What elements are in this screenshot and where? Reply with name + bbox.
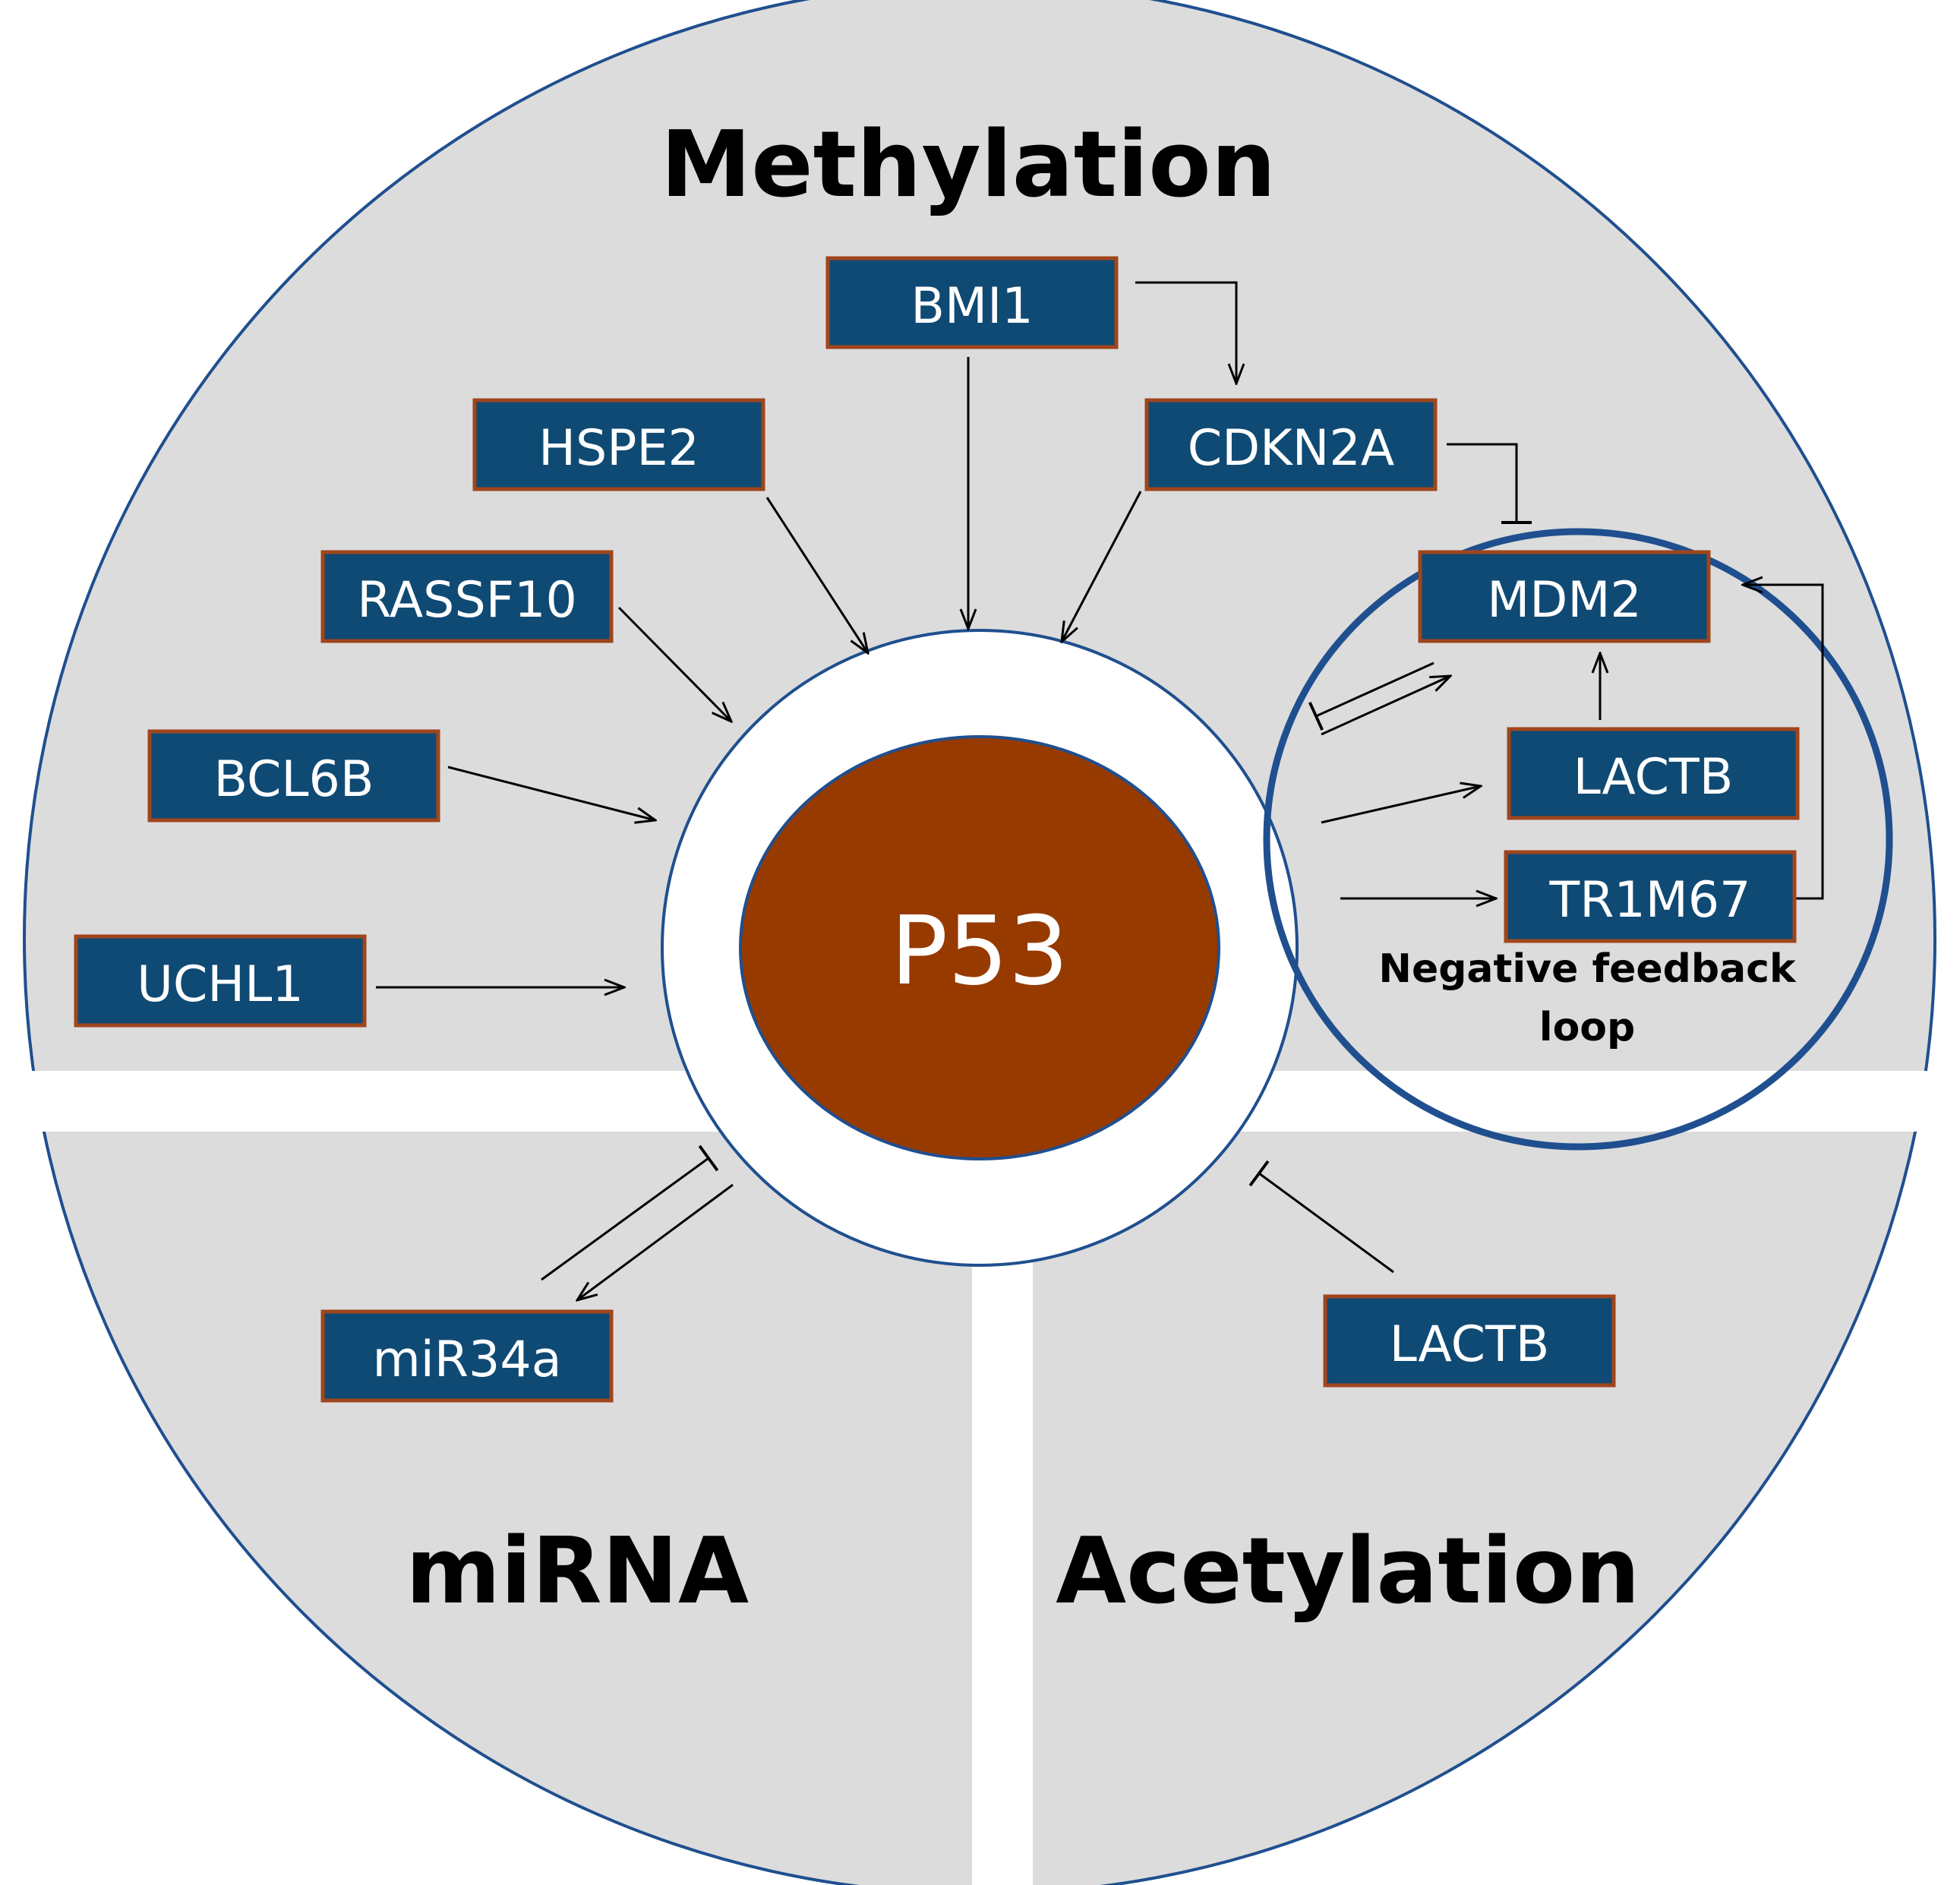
negative-feedback-loop-circle bbox=[1263, 528, 1893, 1151]
arrow-hspe2-to-p53 bbox=[765, 497, 868, 653]
arrow-p53-to-mdm2 bbox=[1321, 676, 1450, 736]
p53-node: P53 bbox=[739, 735, 1220, 1160]
gene-box bbox=[320, 1309, 614, 1403]
gene-lactb-loop: LACTB bbox=[1507, 727, 1800, 820]
gene-box bbox=[1323, 1294, 1616, 1388]
gene-label: HSPE2 bbox=[538, 420, 699, 477]
gene-tr1m67: TR1M67 bbox=[1504, 850, 1797, 943]
arrow-p53-to-mir34a bbox=[577, 1183, 734, 1300]
gene-uchl1: UCHL1 bbox=[74, 934, 367, 1028]
gene-box bbox=[147, 729, 440, 823]
gene-bcl6b: BCL6B bbox=[147, 729, 440, 823]
gene-cdkn2a: CDKN2A bbox=[1144, 398, 1438, 491]
feedback-loop-label-line2: loop bbox=[1539, 1005, 1636, 1050]
gene-label: CDKN2A bbox=[1188, 420, 1395, 477]
gene-label: miR34a bbox=[372, 1331, 561, 1388]
inhibit-p53-to-mir34a bbox=[541, 1145, 719, 1281]
arrow-cdkn2a-to-p53 bbox=[1062, 491, 1142, 642]
connectors bbox=[376, 281, 1824, 1300]
gene-label: TR1M67 bbox=[1548, 872, 1750, 929]
arrow-bcl6b-to-p53 bbox=[447, 766, 655, 820]
arrow-p53-to-lactb bbox=[1321, 786, 1481, 824]
gene-label: BMI1 bbox=[911, 278, 1033, 335]
methylation-sector bbox=[23, 0, 1936, 1071]
gene-label: LACTB bbox=[1390, 1316, 1550, 1373]
arrow-rassf10-to-p53 bbox=[617, 606, 731, 721]
gene-box bbox=[320, 550, 614, 643]
gene-lactb-acetylation: LACTB bbox=[1323, 1294, 1616, 1388]
gene-label: MDM2 bbox=[1487, 572, 1642, 629]
methylation-title: Methylation bbox=[661, 112, 1276, 218]
gene-label: UCHL1 bbox=[137, 956, 303, 1013]
gene-label: LACTB bbox=[1573, 749, 1734, 806]
gene-mir34a: miR34a bbox=[320, 1309, 614, 1403]
gene-box bbox=[1144, 398, 1438, 491]
mirna-sector bbox=[43, 1132, 972, 1885]
gene-box bbox=[825, 256, 1119, 349]
p53-ellipse bbox=[739, 735, 1220, 1160]
arrow-bmi1-to-cdkn2a bbox=[1135, 281, 1236, 384]
acetylation-title: Acetylation bbox=[1056, 1519, 1640, 1625]
gene-bmi1: BMI1 bbox=[825, 256, 1119, 349]
gene-box bbox=[74, 934, 367, 1028]
gene-label: RASSF10 bbox=[357, 572, 577, 629]
gene-rassf10: RASSF10 bbox=[320, 550, 614, 643]
inhibit-mdm2-to-p53 bbox=[1308, 661, 1434, 731]
gene-box bbox=[1418, 550, 1711, 643]
inhibit-cdkn2a-to-mdm2 bbox=[1447, 443, 1532, 524]
inhibit-lactb-to-p53 bbox=[1248, 1160, 1394, 1274]
arrow-tr1m67-to-mdm2 bbox=[1743, 585, 1824, 900]
gene-mdm2: MDM2 bbox=[1418, 550, 1711, 643]
gene-label: BCL6B bbox=[214, 751, 374, 808]
gene-box bbox=[1504, 850, 1797, 943]
mirna-title: miRNA bbox=[406, 1519, 749, 1625]
acetylation-sector bbox=[1033, 1132, 1917, 1885]
gene-hspe2: HSPE2 bbox=[472, 398, 765, 491]
gene-box bbox=[472, 398, 765, 491]
gene-box bbox=[1507, 727, 1800, 820]
outer-disc bbox=[23, 0, 1936, 1885]
p53-label: P53 bbox=[891, 896, 1068, 1006]
feedback-loop-label-line1: Negative feedback bbox=[1378, 946, 1797, 992]
